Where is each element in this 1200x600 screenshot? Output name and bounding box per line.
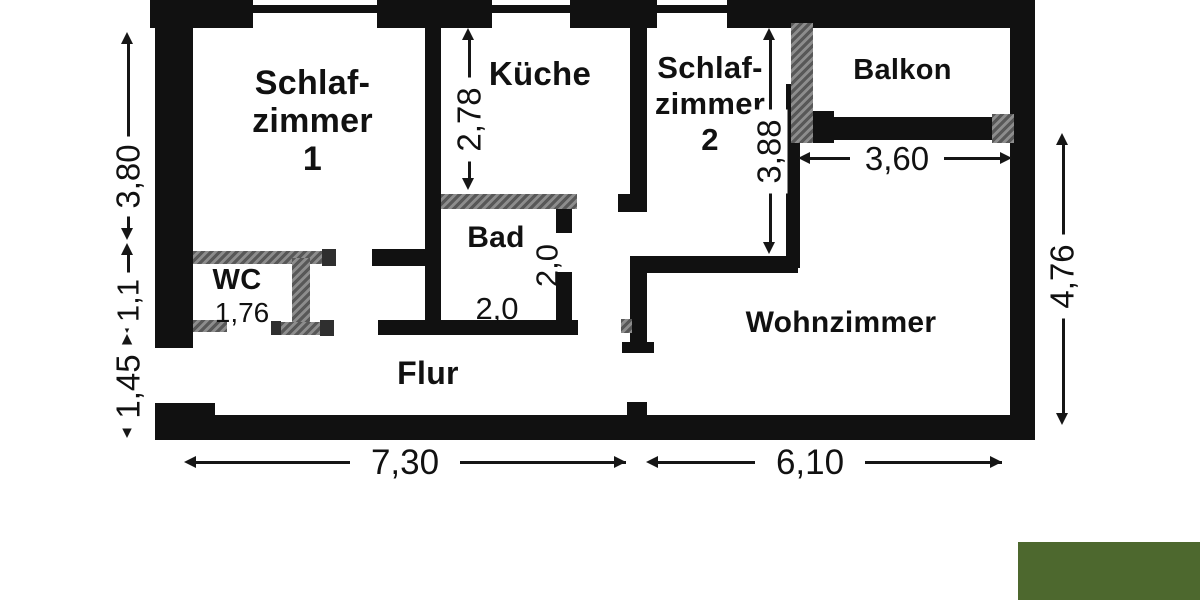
dim-arrow-up — [121, 334, 133, 346]
room-label-wohnzimmer: Wohnzimmer — [745, 306, 937, 339]
dim-arrow-down — [1056, 413, 1068, 425]
wall-flur-door-stub — [627, 402, 647, 417]
wall-left-outer — [155, 0, 193, 348]
wall-wc-flange-tip-right — [320, 320, 334, 336]
wall-flur-wohnzimmer-foot — [622, 342, 654, 353]
dim-label-2-78: 2,78 — [450, 77, 488, 162]
wall-wc-right — [292, 258, 310, 325]
room-label-kueche: Küche — [488, 55, 592, 92]
dim-label-3-60: 3,60 — [850, 140, 944, 177]
room-label-line: zimmer — [252, 102, 373, 140]
wall-balkon-rail-right-pier — [992, 114, 1014, 143]
wall-top-pier-d — [727, 0, 1035, 28]
dim-arrow-up — [121, 32, 133, 44]
wall-balkon-glass — [791, 23, 813, 143]
dim-arrow-right — [990, 456, 1002, 468]
wall-balkon-rail — [812, 117, 998, 140]
wall-schlafzimmer2-bottom — [638, 256, 798, 273]
dim-arrow-down — [462, 178, 474, 190]
wall-schlafzimmer2-door-pier — [618, 194, 632, 212]
room-label-line: zimmer — [654, 86, 766, 121]
room-label-line: 1 — [302, 140, 323, 178]
dim-arrow-left — [798, 152, 810, 164]
room-label-schlafzimmer-1: Schlaf- zimmer 1 — [225, 64, 400, 178]
wall-kueche-bad — [441, 194, 577, 209]
dim-label-2-0-bad-width: 2,0 — [475, 291, 519, 326]
wall-flur-wohnzimmer — [630, 256, 647, 352]
wall-bad-right — [556, 272, 572, 323]
window-kueche — [492, 5, 570, 13]
wall-wc-top-tip — [322, 249, 336, 266]
wall-kueche-schlafzimmer2 — [630, 24, 647, 212]
dim-label-1-1: 1,1 — [110, 272, 146, 329]
wall-wc-flange-tip-left — [271, 321, 281, 335]
room-label-flur: Flur — [397, 355, 459, 391]
room-label-line: Schlaf- — [657, 50, 763, 85]
wall-schlafzimmer1-kueche-bad — [425, 24, 441, 335]
room-label-bad: Bad — [467, 221, 525, 254]
room-label-wc: WC — [212, 264, 262, 296]
wall-flur-divider-pier — [621, 319, 632, 333]
dim-label-7-30: 7,30 — [350, 443, 460, 482]
dim-arrow-left — [646, 456, 658, 468]
dim-arrow-right — [1000, 152, 1012, 164]
dim-arrow-up — [763, 28, 775, 40]
wall-flur-kueche-stub — [372, 249, 425, 266]
dim-label-1-45: 1,45 — [109, 344, 147, 429]
room-label-line: Schlaf- — [254, 64, 371, 102]
dim-label-4-76: 4,76 — [1043, 234, 1081, 319]
dim-arrow-down — [121, 426, 133, 438]
wall-wc-bottom-stub — [193, 320, 227, 332]
dim-arrow-left — [184, 456, 196, 468]
dim-arrow-up — [1056, 133, 1068, 145]
window-schlafzimmer1 — [253, 5, 377, 13]
wall-top-pier-c — [570, 0, 657, 28]
dim-label-3-88: 3,88 — [750, 109, 788, 194]
dim-label-1-76-wc: 1,76 — [214, 297, 270, 328]
wall-top-pier-b — [377, 0, 492, 28]
dim-arrow-right — [614, 456, 626, 468]
room-label-line: 2 — [701, 122, 719, 157]
dim-label-3-80: 3,80 — [109, 136, 147, 217]
wall-bad-bottom — [378, 320, 578, 335]
dim-arrow-up — [121, 243, 133, 255]
wall-wc-right-flange — [273, 322, 328, 335]
room-label-schlafzimmer-2: Schlaf- zimmer 2 — [635, 50, 785, 158]
dim-label-6-10: 6,10 — [755, 443, 865, 482]
logo-watermark — [1018, 542, 1200, 600]
window-schlafzimmer2 — [657, 5, 727, 13]
dim-line — [127, 44, 130, 228]
dim-arrow-down — [763, 242, 775, 254]
room-label-balkon: Balkon — [853, 54, 952, 86]
wall-right-outer — [1010, 0, 1035, 440]
dim-arrow-down — [121, 228, 133, 240]
wall-bottom-outer — [155, 415, 1035, 440]
dim-arrow-up — [462, 28, 474, 40]
dim-label-2-0-bad-depth: 2,0 — [529, 243, 565, 288]
